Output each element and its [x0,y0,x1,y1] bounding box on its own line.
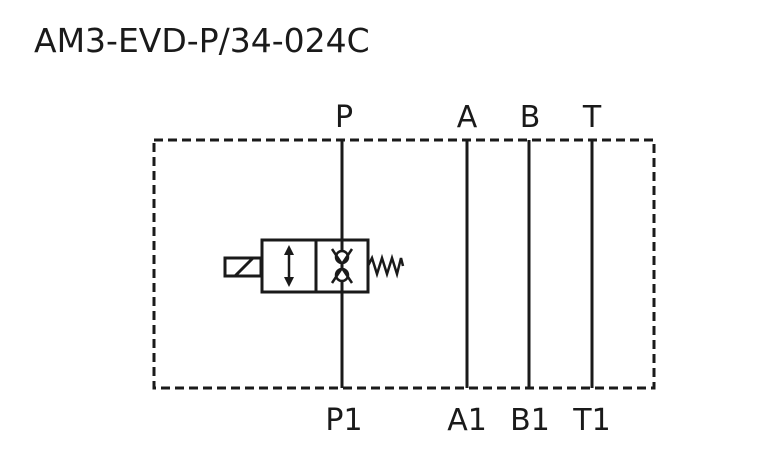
port-label-b: B [520,100,541,135]
solenoid-actuator-icon [223,256,263,278]
port-label-p: P [335,100,353,135]
port-label-a1: A1 [447,403,487,438]
bidirectional-flow-arrow-icon [284,245,294,287]
port-label-b1: B1 [510,403,550,438]
dashed-enclosure [152,138,656,390]
port-label-a: A [457,100,478,135]
model-code-title: AM3-EVD-P/34-024C [34,21,370,60]
check-valve-icon [330,240,354,292]
return-spring-icon [366,253,405,279]
port-label-t1: T1 [572,403,610,438]
port-label-t: T [582,100,602,135]
port-label-p1: P1 [325,403,362,438]
